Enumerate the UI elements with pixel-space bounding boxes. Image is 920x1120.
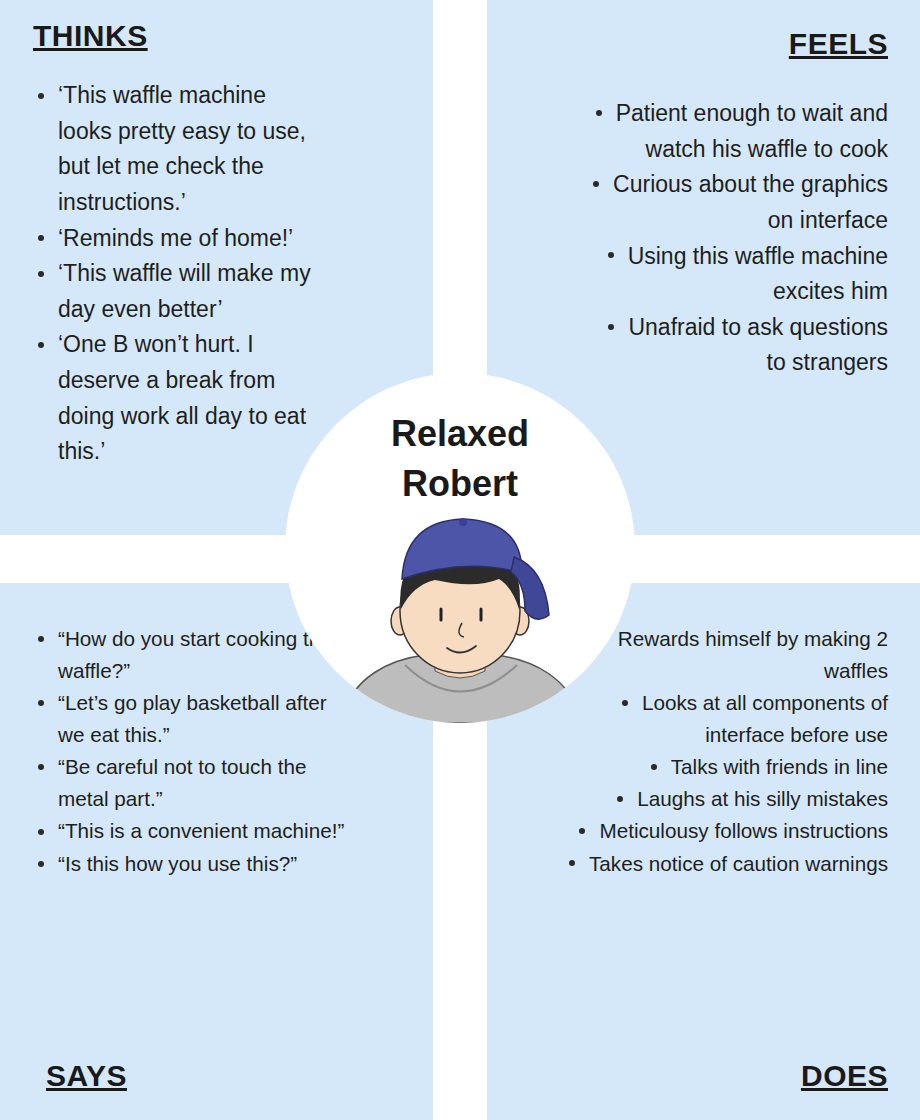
eye	[440, 609, 443, 620]
cap-dome	[402, 519, 522, 579]
bullet-item: Looks at all components of interface bef…	[568, 687, 888, 751]
bullet-text: ‘One B won’t hurt. I deserve a break fro…	[58, 331, 306, 464]
bullet-dot	[38, 271, 44, 277]
bullet-text: Using this waffle machine excites him	[628, 243, 888, 305]
bullet-dot	[593, 181, 599, 187]
bullet-dot	[38, 235, 44, 241]
bullet-item: Meticulousy follows instructions	[568, 815, 888, 847]
bullet-dot	[579, 828, 585, 834]
bullet-item: ‘This waffle machine looks pretty easy t…	[35, 78, 325, 221]
bullet-dot	[38, 93, 44, 99]
bullet-item: Talks with friends in line	[568, 751, 888, 783]
cap-brim	[511, 557, 549, 619]
persona-name: Relaxed Robert	[350, 409, 570, 509]
bullet-text: “Be careful not to touch the metal part.…	[58, 755, 306, 810]
bullet-dot	[651, 764, 657, 770]
bullet-item: ‘Reminds me of home!’	[35, 221, 325, 257]
bullet-dot	[38, 700, 44, 706]
bullet-dot	[608, 252, 614, 258]
bullet-text: Patient enough to wait and watch his waf…	[616, 100, 888, 162]
persona-circle: Relaxed Robert	[285, 373, 635, 723]
bullet-item: “Is this how you use this?”	[35, 848, 347, 880]
nose	[459, 623, 464, 637]
bullet-text: “Is this how you use this?”	[58, 852, 297, 875]
bullet-text: ‘This waffle machine looks pretty easy t…	[58, 82, 306, 215]
bullet-dot	[617, 796, 623, 802]
bullet-item: Curious about the graphics on interface	[588, 167, 888, 238]
bullet-item: Rewards himself by making 2 waffles	[568, 623, 888, 687]
bullet-text: Takes notice of caution warnings	[589, 852, 888, 875]
bullet-item: Laughs at his silly mistakes	[568, 783, 888, 815]
bullet-item: Patient enough to wait and watch his waf…	[588, 96, 888, 167]
bullet-dot	[38, 861, 44, 867]
bullet-dot	[569, 860, 575, 866]
mouth	[447, 646, 476, 653]
bullet-dot	[596, 110, 602, 116]
bullet-item: Takes notice of caution warnings	[568, 848, 888, 880]
bullet-text: Curious about the graphics on interface	[613, 171, 888, 233]
bullet-text: Unafraid to ask questions to strangers	[628, 314, 888, 376]
bullet-item: ‘One B won’t hurt. I deserve a break fro…	[35, 327, 325, 470]
bullet-item: “Be careful not to touch the metal part.…	[35, 751, 347, 815]
bullet-text: Rewards himself by making 2 waffles	[618, 627, 888, 682]
bullet-item: ‘This waffle will make my day even bette…	[35, 256, 325, 327]
bullet-item: “This is a convenient machine!”	[35, 815, 347, 847]
quadrant-heading: DOES	[801, 1058, 888, 1094]
bullet-item: “Let’s go play basketball after we eat t…	[35, 687, 347, 751]
bullet-list: Patient enough to wait and watch his waf…	[588, 96, 888, 381]
bullet-text: “This is a convenient machine!”	[58, 819, 344, 842]
bullet-text: ‘Reminds me of home!’	[58, 225, 293, 251]
bullet-text: Laughs at his silly mistakes	[637, 787, 888, 810]
bullet-dot	[38, 636, 44, 642]
bullet-dot	[38, 342, 44, 348]
bullet-item: Using this waffle machine excites him	[588, 239, 888, 310]
quadrant-heading: FEELS	[789, 26, 888, 62]
bullet-list: ‘This waffle machine looks pretty easy t…	[35, 78, 325, 470]
cap-button	[459, 518, 467, 526]
bullet-dot	[622, 700, 628, 706]
bullet-text: Looks at all components of interface bef…	[642, 691, 888, 746]
quadrant-heading: SAYS	[46, 1058, 127, 1094]
bullet-list: Rewards himself by making 2 wafflesLooks…	[568, 623, 888, 880]
bullet-item: “How do you start cooking the waffle?”	[35, 623, 347, 687]
bullet-text: Talks with friends in line	[671, 755, 888, 778]
bullet-item: Unafraid to ask questions to strangers	[588, 310, 888, 381]
bullet-text: “How do you start cooking the waffle?”	[58, 627, 332, 682]
bullet-list: “How do you start cooking the waffle?” “L…	[35, 623, 347, 880]
eye	[480, 609, 483, 620]
bullet-text: Meticulousy follows instructions	[599, 819, 888, 842]
bullet-dot	[38, 829, 44, 835]
quadrant-heading: THINKS	[33, 18, 148, 54]
bullet-text: “Let’s go play basketball after we eat t…	[58, 691, 327, 746]
bullet-dot	[608, 324, 614, 330]
bullet-dot	[38, 764, 44, 770]
bullet-text: ‘This waffle will make my day even bette…	[58, 260, 311, 322]
